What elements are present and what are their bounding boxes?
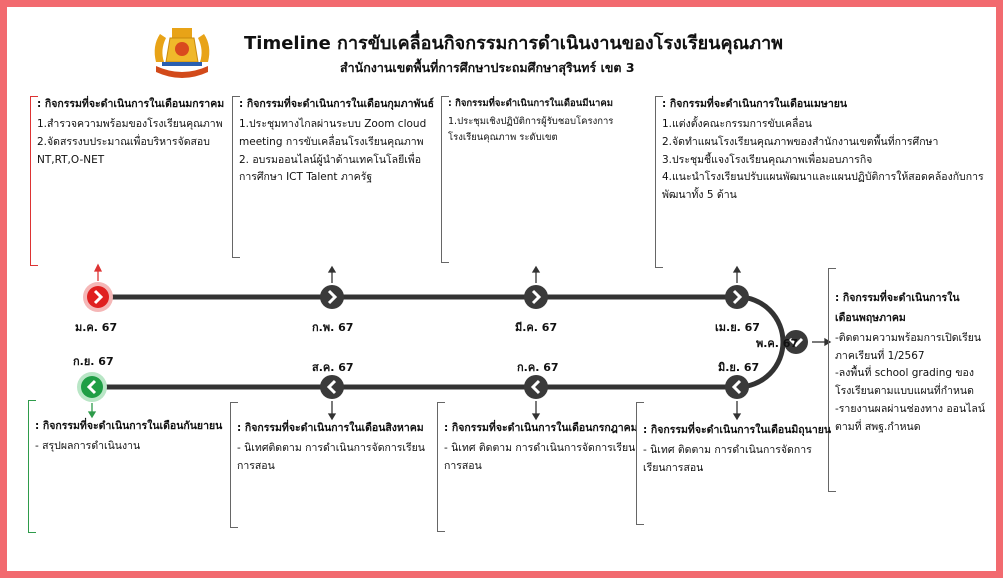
node-feb [320,285,344,309]
activity-item: 3.ประชุมชี้แจงโรงเรียนคุณภาพเพื่อมอบภารก… [662,153,873,166]
month-label-may: พ.ค. 67 [756,337,799,350]
node-may [784,330,808,354]
activity-box-aug: : กิจกรรมที่จะดำเนินการในเดือนสิงหาคม - … [230,402,430,528]
activity-box-jul: : กิจกรรมที่จะดำเนินการในเดือนกรกฎาคม - … [437,402,638,532]
activity-heading: : กิจกรรมที่จะดำเนินการในเดือนกรกฎาคม [444,422,638,434]
activity-heading: : กิจกรรมที่จะดำเนินการในเดือนมิถุนายน [643,424,832,436]
activity-heading: : กิจกรรมที่จะดำเนินการใน [835,292,960,304]
month-label-apr: เม.ย. 67 [715,321,760,334]
activity-box-sep: : กิจกรรมที่จะดำเนินการในเดือนกันยายน - … [28,400,223,533]
activity-heading: : กิจกรรมที่จะดำเนินการในเดือนกุมภาพันธ์ [239,98,434,110]
activity-item: 2. อบรมออนไลน์ผู้นำด้านเทคโนโลยีเพื่อการ… [239,153,422,184]
down-connector-arrows [327,337,832,421]
month-label-feb: ก.พ. 67 [312,321,354,334]
activity-item: 4.แนะนำโรงเรียนปรับแผนพัฒนาและแผนปฏิบัติ… [662,171,984,202]
month-label-jun: มิ.ย. 67 [718,361,760,374]
activity-heading-line2: เดือนพฤษภาคม [835,311,906,324]
activity-item: - นิเทศ ติดตาม การดำเนินการจัดการเรียนกา… [444,441,636,472]
month-label-sep: ก.ย. 67 [73,355,114,368]
activity-item: 1.ประชุมเชิงปฏิบัติการผู้รับชอบโครงการโร… [448,116,614,144]
start-connector-arrow [93,263,103,281]
node-mar [524,285,548,309]
activity-item: 1.แต่งตั้งคณะกรรมการขับเคลื่อน [662,117,812,130]
activity-box-mar: : กิจกรรมที่จะดำเนินการในเดือนมีนาคม 1.ป… [441,96,641,263]
activity-item: 2.จัดทำแผนโรงเรียนคุณภาพของสำนักงานเขตพื… [662,135,939,148]
activity-item: - นิเทศติดตาม การดำเนินการจัดการเรียนการ… [237,441,425,472]
connector-arrows [327,265,742,283]
activity-item: 1.สำรวจความพร้อมของโรงเรียนคุณภาพ [37,117,223,130]
page-subtitle: สำนักงานเขตพื้นที่การศึกษาประถมศึกษาสุริ… [340,60,635,75]
month-label-jul: ก.ค. 67 [517,361,559,374]
activity-item: - นิเทศ ติดตาม การดำเนินการจัดการเรียนกา… [643,443,812,474]
activity-heading: : กิจกรรมที่จะดำเนินการในเดือนมีนาคม [448,98,613,109]
activity-box-apr: : กิจกรรมที่จะดำเนินการในเดือนเมษายน 1.แ… [655,96,990,268]
activity-heading: : กิจกรรมที่จะดำเนินการในเดือนกันยายน [35,420,223,432]
month-label-mar: มี.ค. 67 [515,321,558,334]
activity-item: 1.ประชุมทางไกลผ่านระบบ Zoom cloud meetin… [239,117,427,148]
page-title: Timeline การขับเคลื่อนกิจกรรมการดำเนินงา… [244,33,784,54]
activity-box-jan: : กิจกรรมที่จะดำเนินการในเดือนมกราคม 1.ส… [30,96,225,266]
month-label-jan: ม.ค. 67 [75,321,118,334]
node-aug [320,375,344,399]
node-jul [524,375,548,399]
activity-item: -ลงพื้นที่ school grading ของโรงเรียนตาม… [835,367,974,398]
activity-item: - สรุปผลการดำเนินงาน [35,439,141,452]
end-node-green [77,372,107,402]
activity-item: -รายงานผลผ่านช่องทาง ออนไลน์ตามที่ สพฐ.ก… [835,403,986,433]
activity-heading: : กิจกรรมที่จะดำเนินการในเดือนสิงหาคม [237,422,424,434]
activity-box-may: : กิจกรรมที่จะดำเนินการใน เดือนพฤษภาคม -… [828,268,988,492]
end-connector-arrow [87,403,97,419]
activity-box-jun: : กิจกรรมที่จะดำเนินการในเดือนมิถุนายน -… [636,402,832,525]
timeline-curve [737,294,786,390]
obec-emblem-logo [154,28,210,78]
start-node-red [83,282,113,312]
node-jun [725,375,749,399]
activity-heading: : กิจกรรมที่จะดำเนินการในเดือนมกราคม [37,98,225,110]
node-apr [725,285,749,309]
month-label-aug: ส.ค. 67 [312,361,354,374]
activity-box-feb: : กิจกรรมที่จะดำเนินการในเดือนกุมภาพันธ์… [232,96,434,258]
activity-heading: : กิจกรรมที่จะดำเนินการในเดือนเมษายน [662,98,848,110]
activity-item: 2.จัดสรรงบประมาณเพื่อบริหารจัดสอบ NT,RT,… [37,135,210,166]
activity-item: -ติดตามความพร้อมการเปิดเรียน ภาคเรียนที่… [835,331,982,362]
